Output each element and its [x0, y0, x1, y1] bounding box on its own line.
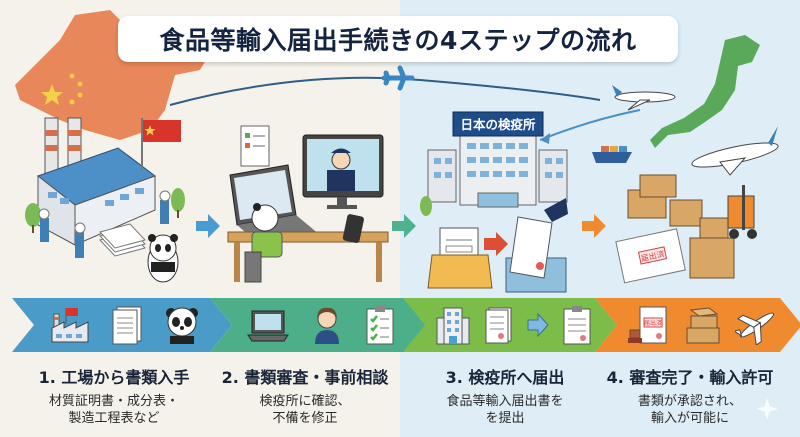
step-2-desc-line-2: 不備を修正 — [272, 411, 338, 426]
ribbon-step-2-icons — [236, 302, 406, 348]
officer-icon — [314, 307, 339, 344]
step-3-desc-line-1: 食品等輸入届出書を — [446, 394, 564, 409]
step-4-caption: 4. 審査完了・輸入許可 書類が承認され、 輸入が可能に — [590, 364, 790, 427]
step-1-description: 材質証明書・成分表・ 製造工程表など — [14, 393, 214, 427]
ribbon-step-3-icons — [428, 302, 598, 348]
forklift-icon — [727, 185, 757, 239]
step-3-title: 3. 検疫所へ届出 — [405, 364, 605, 388]
step-1-number: 1. — [38, 368, 56, 387]
step-4-description: 書類が承認され、 輸入が可能に — [590, 393, 790, 427]
step-1-desc-line-1: 材質証明書・成分表・ — [48, 394, 179, 409]
step-4-title: 4. 審査完了・輸入許可 — [590, 364, 790, 388]
approved-document: 届出済 — [615, 228, 686, 284]
cargo-boxes — [627, 174, 735, 279]
step-3-number: 3. — [445, 368, 463, 387]
document-icon — [485, 307, 511, 344]
china-star-icon — [41, 84, 63, 105]
illustration-scene: 日本の検疫所 — [15, 10, 779, 293]
submitted-document — [509, 216, 553, 279]
checklist-icon — [366, 306, 394, 345]
step-2-title-text: 書類審査・事前相談 — [244, 368, 389, 387]
scene-illustration: 日本の検疫所 — [15, 10, 779, 293]
red-arrow-icon — [484, 232, 508, 256]
ribbon-step-1-icons — [40, 302, 210, 348]
step-3-desc-line-2: を提出 — [485, 411, 525, 426]
documents-icon — [112, 306, 142, 345]
japan-map-shape — [650, 35, 760, 148]
quarantine-office-sign — [452, 111, 544, 137]
step-3-description: 食品等輸入届出書を を提出 — [405, 393, 605, 427]
factory-icon — [51, 308, 89, 343]
ribbon-step-4-icons: 届出済 — [620, 302, 785, 348]
paper-stack — [99, 223, 146, 257]
boxes-icon — [686, 307, 720, 344]
step-2-description: 検疫所に確認、 不備を修正 — [205, 393, 405, 427]
step-2-number: 2. — [221, 368, 239, 387]
building-icon — [436, 307, 469, 345]
desk — [227, 231, 389, 243]
step-4-number: 4. — [606, 368, 624, 387]
arrow-right-icon — [527, 313, 549, 337]
step-1-title-text: 工場から書類入手 — [61, 368, 190, 387]
flight-path-line — [169, 76, 601, 106]
step-arrow-1 — [196, 214, 220, 238]
sparkle-icon — [756, 398, 778, 420]
laptop-icon — [246, 310, 289, 342]
stamp-label: 届出済 — [640, 249, 666, 264]
smartphone — [342, 214, 364, 244]
clipboard-icon — [563, 306, 590, 345]
title-banner: 食品等輸入届出手続きの4ステップの流れ — [118, 16, 678, 62]
airplane-icon — [735, 312, 775, 345]
step-2-desc-line-1: 検疫所に確認、 — [259, 394, 351, 409]
page-title: 食品等輸入届出手続きの4ステップの流れ — [159, 26, 637, 55]
panda-icon — [166, 307, 198, 344]
step-3-caption: 3. 検疫所へ届出 食品等輸入届出書を を提出 — [405, 364, 605, 427]
step-2-caption: 2. 書類審査・事前相談 検疫所に確認、 不備を修正 — [205, 364, 405, 427]
step-4-title-text: 審査完了・輸入許可 — [629, 368, 774, 387]
yellow-tray — [427, 254, 493, 289]
stamp-label-small: 届出済 — [644, 319, 662, 327]
step-1-title: 1. 工場から書類入手 — [14, 364, 214, 388]
arrival-airplane-icon — [691, 126, 779, 176]
step-1-caption: 1. 工場から書類入手 材質証明書・成分表・ 製造工程表など — [14, 364, 214, 427]
step-3-title-text: 検疫所へ届出 — [468, 368, 565, 387]
hand-sleeve — [544, 198, 568, 222]
approved-document-icon: 届出済 — [627, 306, 667, 344]
quarantine-office-sign-text: 日本の検疫所 — [460, 117, 536, 132]
step-4-desc-line-2: 輸入が可能に — [650, 411, 729, 426]
step-arrow-3 — [582, 214, 606, 238]
china-flag-icon — [143, 120, 181, 142]
panda-mascot — [147, 234, 179, 283]
steps-ribbon: 届出済 — [0, 296, 800, 356]
cargo-ship-icon — [592, 146, 632, 163]
step-4-desc-line-1: 書類が承認され、 — [637, 394, 743, 409]
step-arrow-2 — [392, 214, 416, 238]
step-2-title: 2. 書類審査・事前相談 — [205, 364, 405, 388]
airplane-icon — [381, 65, 415, 91]
incoming-airplane-icon — [612, 85, 676, 111]
step-1-desc-line-2: 製造工程表など — [68, 411, 160, 426]
